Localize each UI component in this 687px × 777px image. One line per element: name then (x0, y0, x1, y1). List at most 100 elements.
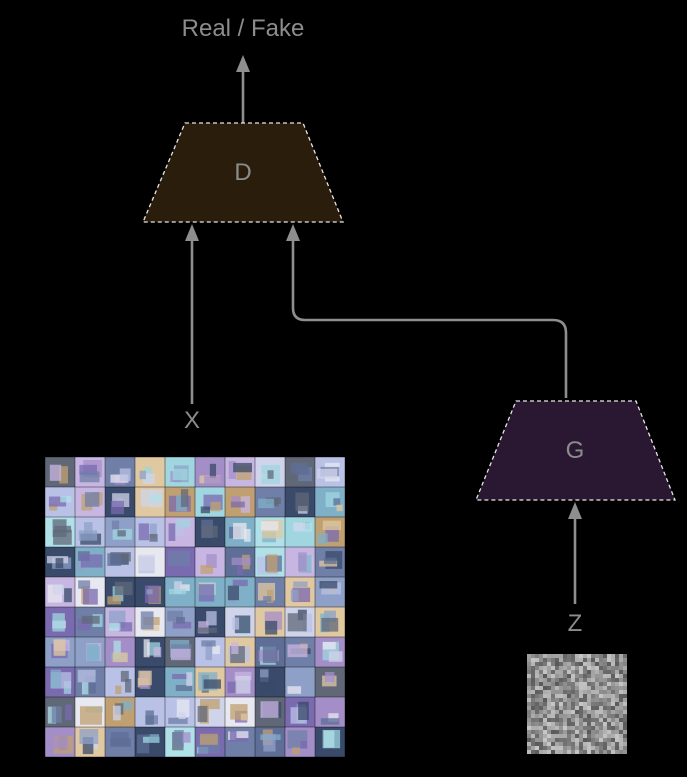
grid-thumbnail (165, 667, 195, 697)
grid-thumbnail (195, 517, 225, 547)
grid-thumbnail (255, 517, 285, 547)
grid-thumbnail (135, 637, 165, 667)
grid-thumbnail (255, 727, 285, 757)
grid-thumbnail (165, 487, 195, 517)
grid-thumbnail (45, 727, 75, 757)
grid-thumbnail (225, 577, 255, 607)
grid-thumbnail (135, 697, 165, 727)
grid-thumbnail (315, 727, 345, 757)
grid-thumbnail (225, 517, 255, 547)
arrow-d-to-output (236, 55, 250, 123)
grid-thumbnail (165, 547, 195, 577)
noise-image (527, 654, 627, 754)
noise-input-label: Z (568, 610, 583, 637)
grid-thumbnail (45, 517, 75, 547)
arrow-x-to-d (185, 224, 199, 404)
grid-thumbnail (195, 697, 225, 727)
grid-thumbnail (225, 607, 255, 637)
grid-thumbnail (105, 667, 135, 697)
grid-thumbnail (285, 727, 315, 757)
grid-thumbnail (75, 637, 105, 667)
arrow-g-to-d (286, 224, 568, 398)
grid-thumbnail (315, 607, 345, 637)
grid-thumbnail (45, 457, 75, 487)
output-label: Real / Fake (182, 15, 305, 42)
grid-thumbnail (255, 667, 285, 697)
grid-thumbnail (255, 607, 285, 637)
grid-thumbnail (225, 457, 255, 487)
grid-thumbnail (165, 727, 195, 757)
grid-thumbnail (165, 637, 195, 667)
grid-thumbnail (135, 487, 165, 517)
grid-thumbnail (165, 697, 195, 727)
generator-label: G (566, 437, 585, 464)
grid-thumbnail (105, 727, 135, 757)
discriminator-shape (142, 122, 344, 223)
grid-thumbnail (255, 487, 285, 517)
grid-thumbnail (135, 517, 165, 547)
grid-thumbnail (105, 607, 135, 637)
grid-thumbnail (75, 517, 105, 547)
grid-thumbnail (195, 457, 225, 487)
grid-thumbnail (105, 457, 135, 487)
real-input-label: X (184, 407, 200, 434)
grid-thumbnail (135, 607, 165, 637)
grid-thumbnail (285, 577, 315, 607)
grid-thumbnail (45, 667, 75, 697)
grid-thumbnail (285, 607, 315, 637)
grid-thumbnail (315, 667, 345, 697)
grid-thumbnail (285, 487, 315, 517)
generator-block: G (475, 400, 676, 501)
grid-thumbnail (225, 487, 255, 517)
grid-thumbnail (315, 517, 345, 547)
grid-thumbnail (195, 637, 225, 667)
grid-thumbnail (105, 547, 135, 577)
grid-thumbnail (285, 697, 315, 727)
arrow-z-to-g (568, 502, 582, 604)
grid-thumbnail (75, 547, 105, 577)
grid-thumbnail (195, 607, 225, 637)
grid-thumbnail (75, 607, 105, 637)
grid-thumbnail (195, 547, 225, 577)
grid-thumbnail (255, 577, 285, 607)
discriminator-block: D (142, 122, 344, 223)
grid-thumbnail (315, 577, 345, 607)
grid-thumbnail (165, 577, 195, 607)
grid-thumbnail (225, 547, 255, 577)
real-image-grid (45, 457, 345, 757)
grid-thumbnail (45, 607, 75, 637)
grid-thumbnail (315, 697, 345, 727)
grid-thumbnail (225, 727, 255, 757)
grid-thumbnail (195, 577, 225, 607)
grid-thumbnail (135, 577, 165, 607)
grid-thumbnail (75, 457, 105, 487)
grid-thumbnail (165, 607, 195, 637)
grid-thumbnail (195, 487, 225, 517)
generator-shape (475, 400, 676, 501)
grid-thumbnail (75, 667, 105, 697)
grid-thumbnail (75, 487, 105, 517)
grid-thumbnail (315, 457, 345, 487)
grid-thumbnail (75, 577, 105, 607)
grid-thumbnail (255, 637, 285, 667)
grid-thumbnail (285, 517, 315, 547)
grid-thumbnail (45, 577, 75, 607)
grid-thumbnail (45, 487, 75, 517)
grid-thumbnail (285, 637, 315, 667)
grid-thumbnail (255, 547, 285, 577)
grid-thumbnail (105, 517, 135, 547)
grid-thumbnail (105, 487, 135, 517)
grid-thumbnail (45, 547, 75, 577)
grid-thumbnail (285, 667, 315, 697)
grid-thumbnail (75, 697, 105, 727)
grid-thumbnail (45, 697, 75, 727)
grid-thumbnail (45, 637, 75, 667)
grid-thumbnail (285, 457, 315, 487)
grid-thumbnail (315, 487, 345, 517)
grid-thumbnail (135, 667, 165, 697)
grid-thumbnail (285, 547, 315, 577)
grid-thumbnail (135, 547, 165, 577)
grid-thumbnail (135, 727, 165, 757)
grid-thumbnail (315, 637, 345, 667)
